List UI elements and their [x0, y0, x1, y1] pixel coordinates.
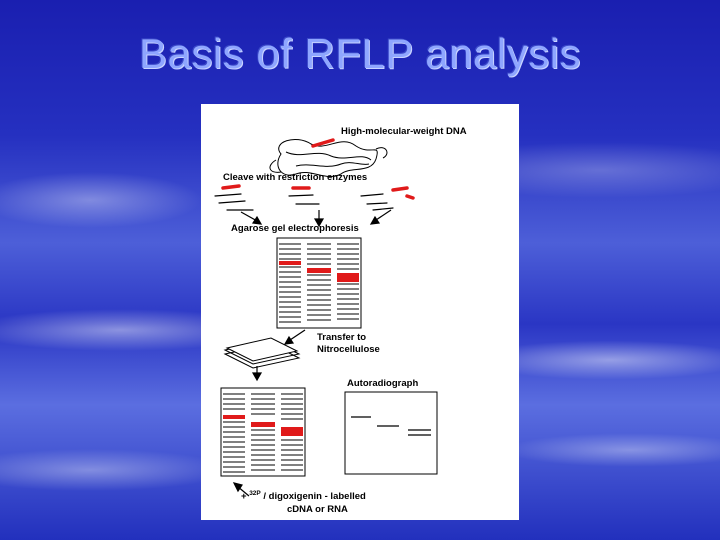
arrow-down	[251, 366, 263, 382]
label-autorad: Autoradiograph	[347, 378, 418, 389]
autoradiograph-film	[344, 391, 438, 475]
gel-band-lane2	[307, 268, 331, 273]
blot-band-lane3	[281, 427, 303, 436]
dna-tangle	[269, 139, 388, 178]
gel-lanes	[276, 237, 362, 329]
arrows-to-gel	[240, 209, 392, 228]
fragments	[214, 193, 394, 211]
label-probe-2: cDNA or RNA	[287, 504, 348, 515]
rflp-figure: High-molecular-weight DNA Cleave with re…	[201, 104, 519, 520]
label-transfer-2: Nitrocellulose	[317, 344, 380, 355]
dna-marked-segment	[311, 138, 335, 148]
label-gel: Agarose gel electrophoresis	[231, 223, 359, 234]
rflp-diagram: High-molecular-weight DNA Cleave with re…	[214, 126, 467, 515]
blot-band-lane1	[223, 415, 245, 419]
label-dna: High-molecular-weight DNA	[341, 126, 467, 137]
gel-band-lane1	[279, 261, 301, 265]
label-transfer-1: Transfer to	[317, 332, 366, 343]
gel-band-lane3	[337, 273, 359, 282]
slide-title: Basis of RFLP analysis	[138, 30, 582, 77]
blot-band-lane2	[251, 422, 275, 427]
label-probe: + 32P / digoxigenin - labelled	[241, 490, 366, 502]
nitrocellulose-sheet	[223, 337, 301, 369]
arrow-transfer	[283, 329, 306, 345]
blot-lanes	[220, 387, 306, 477]
fragments-marked	[221, 184, 415, 200]
label-cleave: Cleave with restriction enzymes	[223, 172, 367, 183]
arrow-probe	[232, 482, 250, 497]
